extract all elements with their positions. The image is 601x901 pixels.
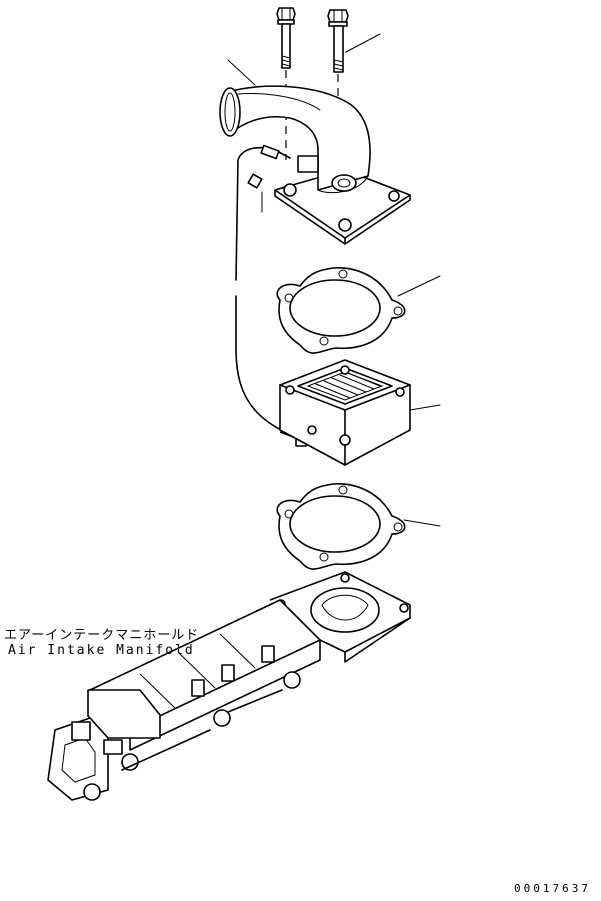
figure-number: 00017637	[514, 882, 591, 895]
gasket-lower-icon	[276, 483, 406, 570]
intake-elbow-icon	[219, 85, 411, 245]
gasket-upper-icon	[276, 267, 406, 354]
leader-line-elbow	[227, 59, 256, 86]
leader-line-bolt	[345, 33, 381, 53]
leader-line-heater	[409, 404, 441, 411]
manifold-label-english: Air Intake Manifold	[8, 643, 195, 658]
leader-line-gasket-upper	[397, 275, 441, 297]
bolt-1-icon	[276, 7, 296, 160]
manifold-label-japanese: エアーインテークマニホールド	[4, 628, 200, 643]
leader-line-gasket-lower	[403, 519, 441, 527]
bolt-2-icon	[327, 9, 350, 161]
heater-housing-icon	[279, 359, 411, 466]
air-intake-manifold-icon	[47, 571, 411, 801]
